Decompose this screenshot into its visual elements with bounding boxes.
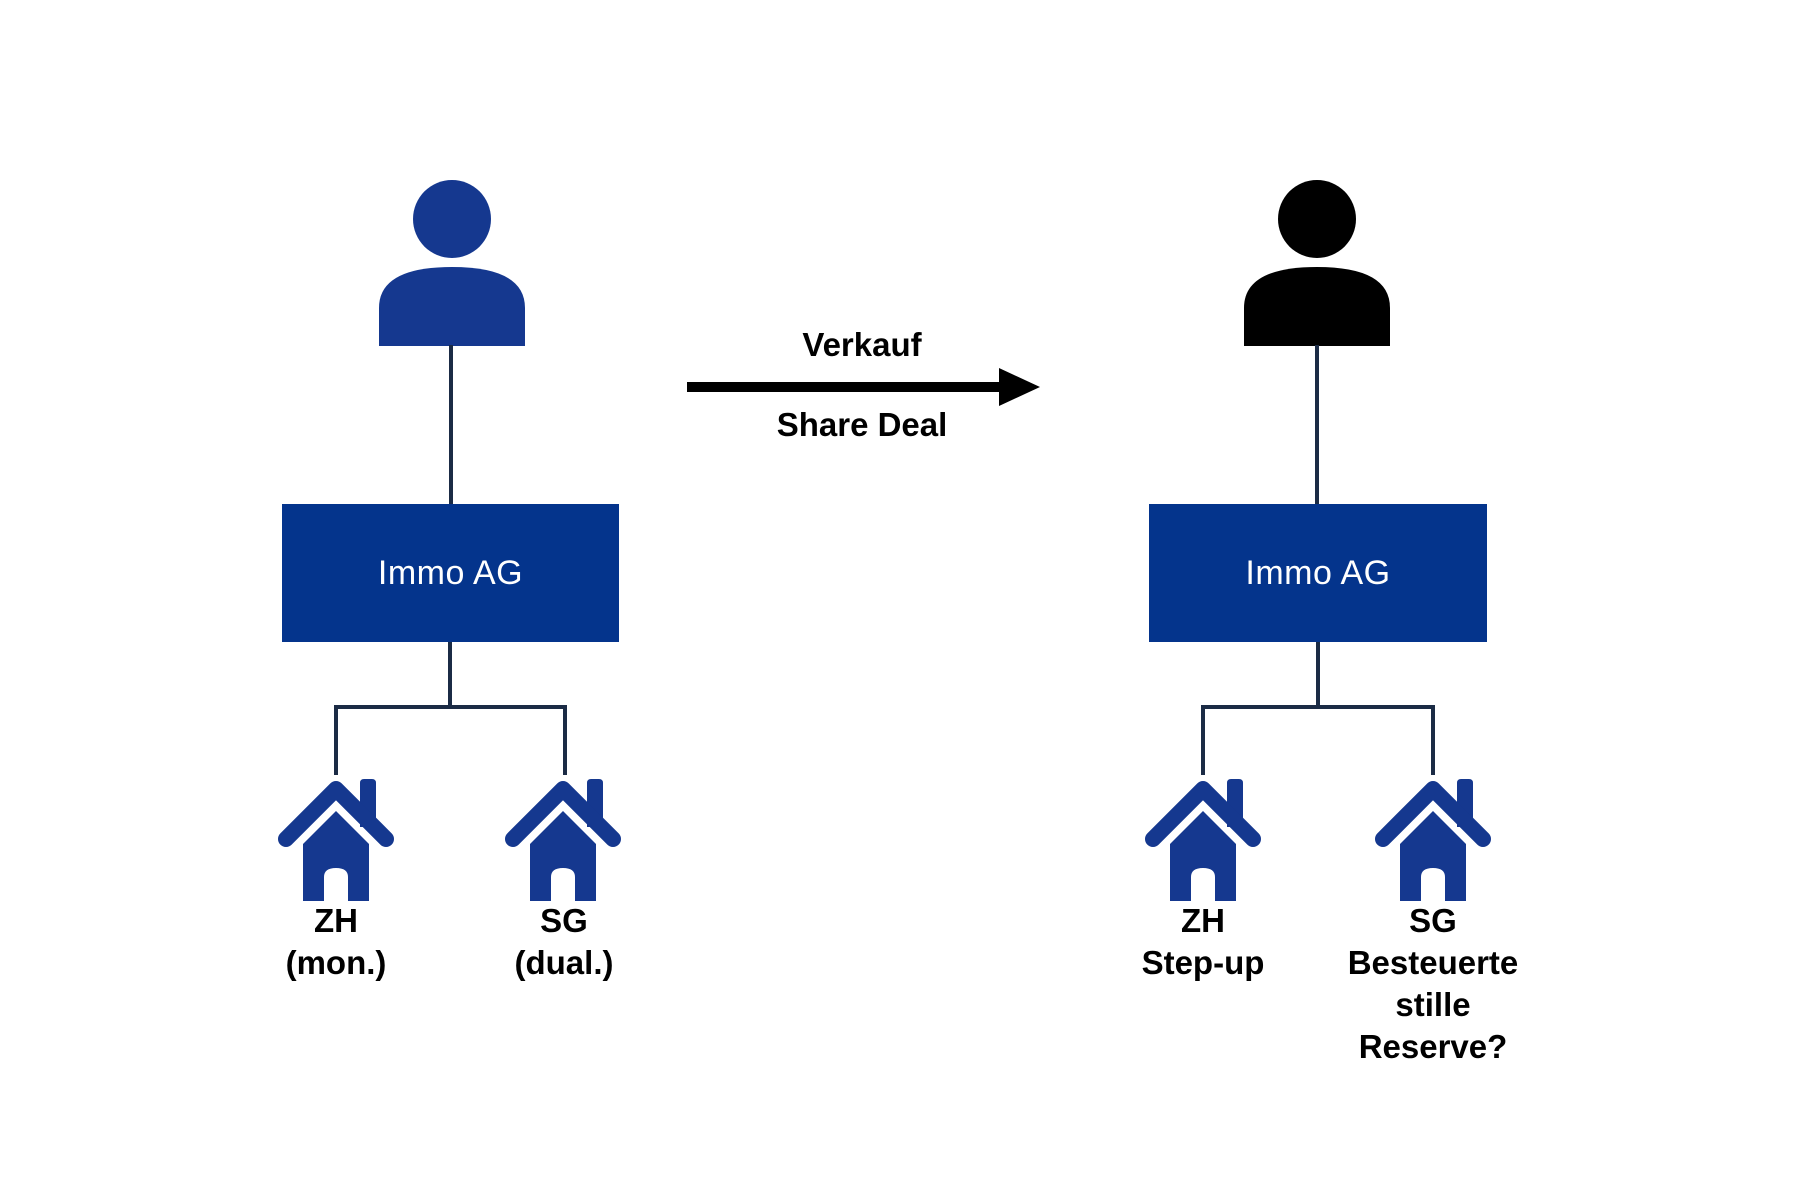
property-label: SG (dual.) (414, 900, 714, 984)
house-body (530, 811, 596, 901)
connector-line (563, 705, 567, 775)
house-roof (278, 781, 394, 847)
connector-line (1315, 345, 1319, 505)
company-label: Immo AG (1245, 553, 1391, 592)
house-roof (1145, 781, 1261, 847)
arrow-shaft (687, 382, 1007, 392)
company-box: Immo AG (282, 504, 619, 642)
property-label-line: SG (1409, 902, 1457, 939)
property-label-line: (dual.) (514, 944, 614, 981)
property-label-line: ZH (1181, 902, 1225, 939)
property-label-line: Reserve? (1358, 1028, 1508, 1065)
property-label-line: SG (540, 902, 588, 939)
property-label-line: (mon.) (285, 944, 387, 981)
connector-line (334, 705, 567, 709)
person-head (1278, 180, 1356, 258)
property-label: SG Besteuerte stille Reserve? (1283, 900, 1583, 1068)
person-head (413, 180, 491, 258)
connector-line (448, 642, 452, 707)
house-icon (1145, 779, 1261, 901)
right-arrow-icon (687, 368, 1040, 406)
arrow-head (999, 368, 1040, 406)
arrow-top-label: Verkauf (802, 326, 922, 363)
property-label: ZH Step-up (1053, 900, 1353, 984)
connector-line (334, 705, 338, 775)
property-label-line: Step-up (1141, 944, 1265, 981)
person-icon (1244, 180, 1390, 346)
house-roof (505, 781, 621, 847)
person-body (379, 267, 525, 346)
connector-line (1431, 705, 1435, 775)
connector-line (449, 345, 453, 505)
arrow-bottom-label: Share Deal (776, 406, 948, 443)
property-label-line: stille (1395, 986, 1471, 1023)
property-label-line: ZH (314, 902, 358, 939)
house-roof (1375, 781, 1491, 847)
property-label-line: Besteuerte (1347, 944, 1519, 981)
person-icon (379, 180, 525, 346)
house-body (1400, 811, 1466, 901)
connector-line (1316, 642, 1320, 707)
house-icon (1375, 779, 1491, 901)
company-label: Immo AG (377, 553, 524, 592)
house-icon (505, 779, 621, 901)
property-label: ZH (mon.) (186, 900, 486, 984)
person-body (1244, 267, 1390, 346)
connector-line (1201, 705, 1205, 775)
connector-line (1201, 705, 1433, 709)
house-body (303, 811, 369, 901)
house-icon (278, 779, 394, 901)
house-body (1170, 811, 1236, 901)
company-box: Immo AG (1149, 504, 1487, 642)
